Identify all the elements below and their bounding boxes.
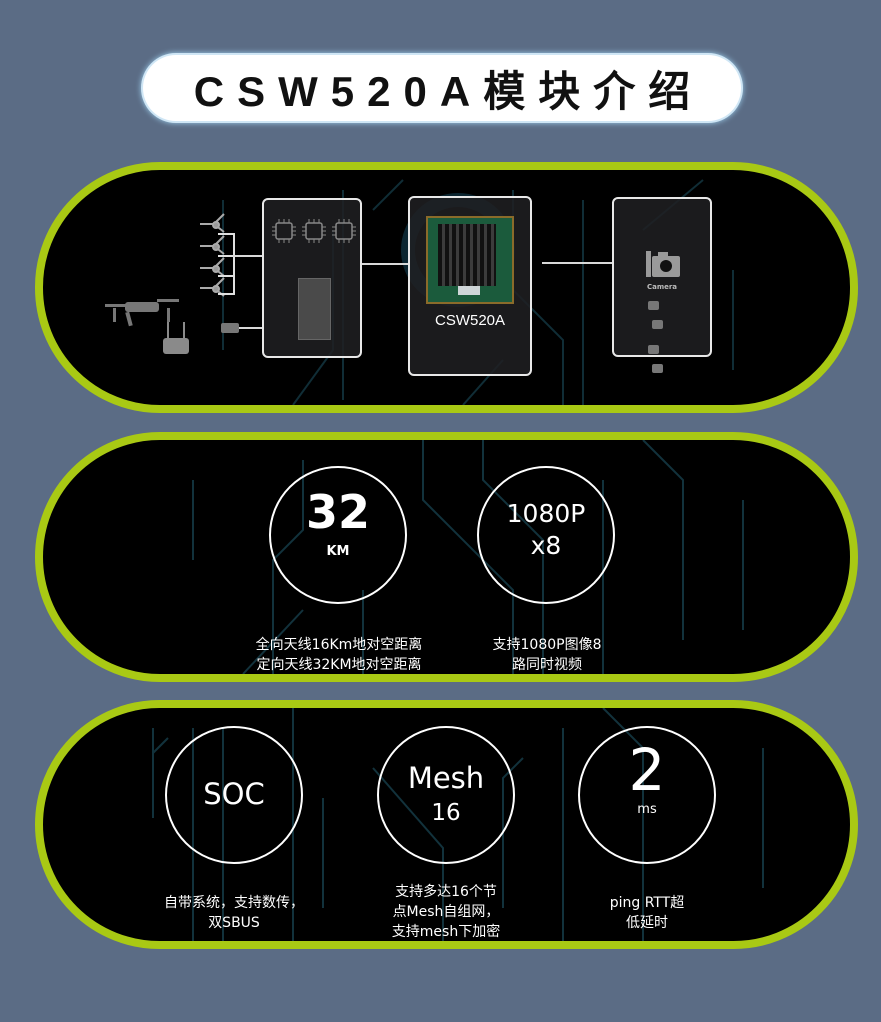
module-photo [426, 216, 514, 304]
drone-icon [105, 299, 179, 327]
camera-array [648, 301, 680, 377]
features-panel-2: SOC 自带系统，支持数传， 双SBUS Mesh 16 支持多达16个节 点M… [35, 700, 858, 949]
stat-value: SOC [203, 777, 265, 811]
connector [458, 286, 480, 295]
stat-value: 2 [628, 736, 666, 804]
heatsink [438, 224, 496, 286]
camera-icon [646, 251, 680, 277]
stat-value: 1080P [506, 499, 586, 528]
mesh-description: 支持多达16个节 点Mesh自组网， 支持mesh下加密 [391, 884, 501, 940]
connector-line [542, 262, 612, 264]
stat-unit: ms [637, 802, 657, 817]
camera-icon [652, 320, 663, 329]
memory-block [298, 278, 331, 340]
camera-icon [652, 364, 663, 373]
mesh-stat-circle: Mesh 16 [377, 726, 515, 864]
features-panel-1: 32 KM 全向天线16Km地对空距离 定向天线32KM地对空距离 1080P … [35, 432, 858, 682]
chip-icon [272, 219, 356, 243]
latency-description: ping RTT超 低延时 [609, 895, 685, 931]
soc-description: 自带系统，支持数传， 双SBUS [164, 895, 304, 931]
flight-controller-box [262, 198, 362, 358]
connector-line [233, 255, 262, 257]
camera-icon [648, 301, 659, 310]
stat-unit: 16 [431, 800, 461, 826]
video-description: 支持1080P图像8 路同时视频 [492, 637, 602, 673]
propeller-icon [200, 213, 235, 297]
camera-icon [648, 345, 659, 354]
range-stat-circle: 32 KM [269, 466, 407, 604]
stat-unit: x8 [530, 531, 562, 560]
stat-unit: KM [326, 544, 350, 559]
connector-line [362, 263, 408, 265]
remote-controller-icon [163, 322, 189, 354]
power-line [239, 327, 262, 329]
camera-label: Camera [646, 283, 678, 291]
range-description: 全向天线16Km地对空距离 定向天线32KM地对空距离 [255, 637, 423, 673]
soc-stat-circle: SOC [165, 726, 303, 864]
video-stat-circle: 1080P x8 [477, 466, 615, 604]
system-diagram-panel: CSW520A Camera [35, 162, 858, 413]
module-label: CSW520A [434, 312, 506, 329]
power-adapter-icon [221, 323, 239, 333]
camera-box: Camera [612, 197, 712, 373]
title-banner: CSW520A模块介绍 [143, 55, 741, 121]
csw520a-module-box: CSW520A [408, 196, 532, 376]
stat-value: 32 [305, 485, 370, 539]
stat-value: Mesh [407, 761, 485, 795]
page-title: CSW520A模块介绍 [193, 67, 704, 115]
latency-stat-circle: 2 ms [578, 726, 716, 864]
